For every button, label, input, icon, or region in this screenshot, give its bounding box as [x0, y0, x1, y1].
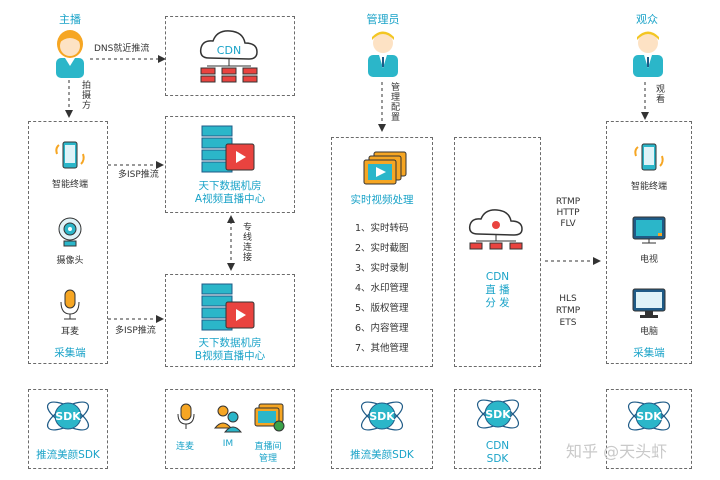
cdn-top-text: CDN: [217, 44, 241, 57]
distribution-arrow: [545, 257, 601, 265]
admin-arrow: [378, 82, 386, 132]
cdn-dist-cloud-icon: [468, 209, 523, 250]
viewer-person-icon: [633, 31, 663, 77]
video-processing-box: [331, 137, 433, 367]
cdn-cloud-icon: CDN: [199, 30, 258, 83]
sdk-text-cdn: SDK: [485, 408, 511, 421]
server-video-icon-b: [201, 283, 255, 331]
microphone-icon: [60, 289, 80, 320]
watermark: 知乎 @天头虾: [566, 442, 668, 461]
admin-config-label: 管理配置: [389, 82, 399, 122]
sdk-box-mid: [331, 389, 433, 469]
sdk-box-right: [606, 389, 692, 469]
tool-label-2: 直播间: [254, 442, 282, 452]
role-anchor: 主播: [59, 13, 81, 26]
capture-arrow: [65, 80, 73, 118]
sdk-box-tools: [165, 389, 295, 469]
capture-left-item-0: 智能终端: [51, 180, 88, 190]
dedicated-line-arrow: [227, 215, 235, 271]
capture-left-title: 采集端: [54, 347, 86, 359]
processing-item-3: 4、水印管理: [355, 283, 409, 294]
cdn-distribution-box: [454, 137, 541, 367]
cdn-dist-line-1: 直 播: [485, 284, 510, 296]
video-stack-icon: [363, 151, 407, 185]
sdk-mid-label: 推流美颜SDK: [350, 449, 414, 461]
camera-icon: [58, 217, 82, 247]
smartphone-right-icon: [634, 143, 664, 171]
cdn-dist-line-2: 分 发: [485, 297, 510, 309]
capture-label: 拍摄方: [80, 80, 90, 110]
capture-left-item-1: 摄像头: [56, 256, 84, 266]
im-users-icon: [213, 405, 243, 433]
sdk-text-right: SDK: [636, 410, 662, 423]
sdk-text-left: SDK: [55, 410, 81, 423]
tv-icon: [632, 216, 666, 244]
processing-item-2: 3、实时录制: [355, 263, 409, 274]
co-host-mic-icon: [177, 403, 195, 429]
capture-right-title: 采集端: [633, 347, 665, 359]
viewer-watch-label: 观看: [654, 84, 664, 104]
anchor-person-icon: [56, 30, 84, 78]
capture-left-box: [28, 121, 108, 364]
processing-item-1: 2、实时截图: [355, 243, 409, 254]
dns-arrow: [90, 55, 166, 63]
processing-item-0: 1、实时转码: [355, 223, 409, 234]
cdn-sdk-line-1: SDK: [486, 453, 509, 465]
sdk-left-label: 推流美颜SDK: [36, 449, 100, 461]
role-admin: 管理员: [366, 13, 400, 26]
protocol-bottom-1: RTMP: [555, 306, 581, 316]
datacenter-a-line2: A视频直播中心: [194, 193, 266, 205]
protocol-top-2: FLV: [560, 219, 576, 229]
tool-label-1: IM: [222, 439, 234, 449]
dns-label: DNS就近推流: [94, 44, 150, 54]
capture-right-item-2: 电脑: [639, 327, 658, 337]
datacenter-b-line1: 天下数据机房: [198, 337, 262, 349]
viewer-arrow: [641, 82, 649, 120]
cdn-top-box: [165, 16, 295, 96]
tool-label-3: 管理: [258, 454, 277, 464]
cdn-sdk-line-0: CDN: [485, 440, 510, 452]
processing-item-5: 6、内容管理: [355, 323, 409, 334]
admin-person-icon: [368, 31, 398, 77]
datacenter-a-line1: 天下数据机房: [198, 180, 262, 192]
capture-right-item-1: 电视: [639, 255, 658, 265]
isp-arrow-a: [108, 161, 164, 169]
datacenter-a-box: [165, 116, 295, 213]
tool-label-0: 连麦: [175, 442, 194, 452]
server-video-icon-a: [201, 125, 255, 173]
isp-label-b: 多ISP推流: [115, 326, 156, 336]
protocol-top-0: RTMP: [555, 197, 581, 207]
processing-item-6: 7、其他管理: [355, 343, 409, 354]
video-processing-title: 实时视频处理: [350, 194, 414, 206]
isp-label-a: 多ISP推流: [118, 170, 159, 180]
capture-right-item-0: 智能终端: [630, 182, 667, 192]
sdk-box-left: [28, 389, 108, 469]
computer-icon: [632, 288, 666, 318]
capture-right-box: [606, 121, 692, 364]
sdk-box-cdn: [454, 389, 541, 469]
sdk-atom-icon-left: SDK: [46, 401, 90, 431]
dedicated-line-label: 专线连接: [241, 222, 251, 262]
protocol-top-1: HTTP: [556, 208, 580, 218]
capture-left-item-2: 耳麦: [60, 327, 79, 337]
processing-item-4: 5、版权管理: [355, 303, 409, 314]
cdn-dist-line-0: CDN: [485, 271, 510, 283]
protocol-bottom-2: ETS: [559, 318, 577, 328]
protocol-bottom-0: HLS: [559, 294, 577, 304]
room-management-icon: [254, 403, 285, 432]
role-viewer: 观众: [636, 13, 658, 26]
sdk-atom-icon-mid: SDK: [360, 401, 404, 431]
sdk-atom-icon-cdn: SDK: [476, 399, 520, 429]
datacenter-b-line2: B视频直播中心: [194, 350, 266, 362]
sdk-atom-icon-right: SDK: [627, 401, 671, 431]
sdk-text-mid: SDK: [369, 410, 395, 423]
isp-arrow-b: [108, 315, 164, 323]
datacenter-b-box: [165, 274, 295, 367]
smartphone-icon: [55, 141, 85, 169]
